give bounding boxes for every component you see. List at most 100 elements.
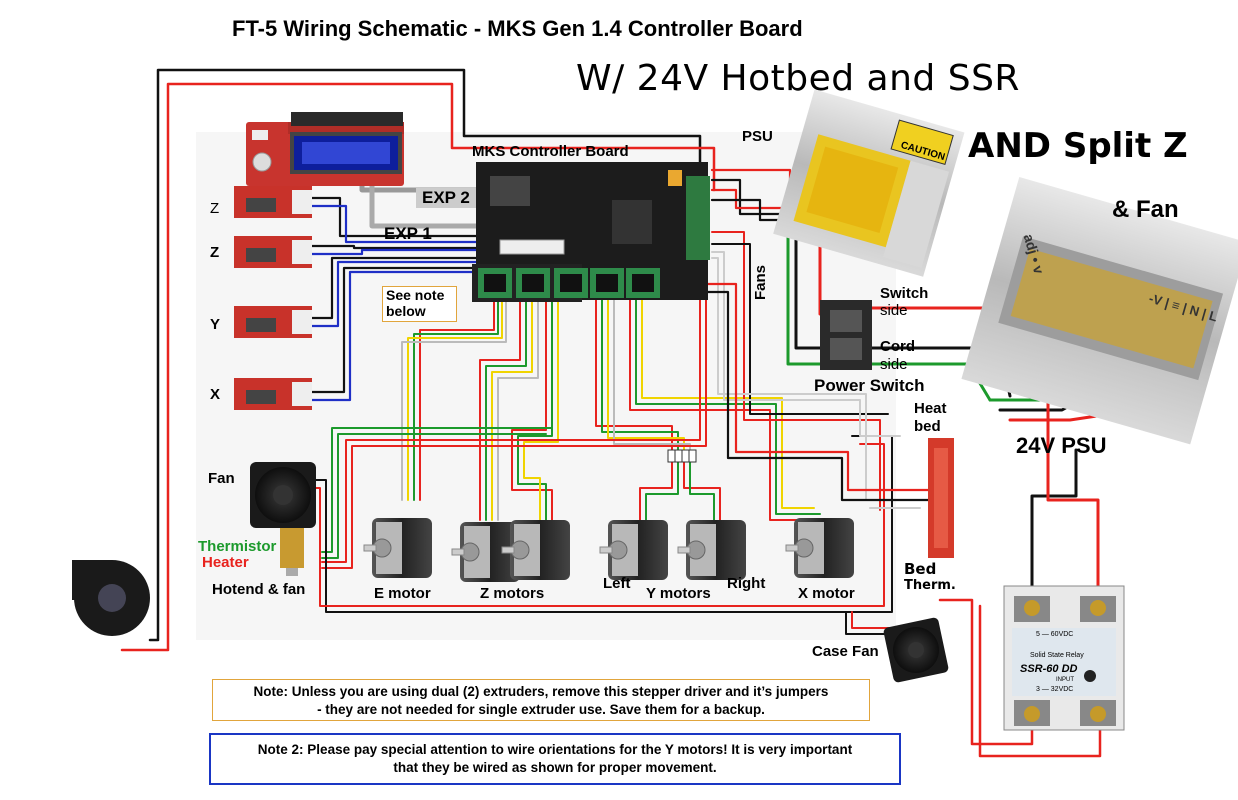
label-left: Left xyxy=(603,575,631,592)
ssr-input-label: INPUT xyxy=(1056,677,1074,683)
ssr-bottom-rating: 3 — 32VDC xyxy=(1036,686,1074,693)
label-case-fan: Case Fan xyxy=(812,643,879,660)
wire-y-blue xyxy=(310,260,542,328)
label-heater: Heater xyxy=(202,554,249,571)
label-exp2: EXP 2 xyxy=(416,188,476,208)
label-cord-side-2: side xyxy=(880,356,908,373)
label-heat-bed-2: bed xyxy=(914,418,941,435)
wire-case-fan-black xyxy=(845,611,895,635)
hotend-fan xyxy=(250,462,316,576)
z-motor-1 xyxy=(451,522,520,582)
wire-thermistor-green-2 xyxy=(321,433,547,559)
psu-12v xyxy=(773,89,965,277)
wire-bed-red xyxy=(698,282,932,492)
wire-e-red xyxy=(419,299,495,501)
endstop-z1 xyxy=(234,186,312,218)
wire-z2-black xyxy=(310,244,524,250)
label-thermistor: Thermistor xyxy=(198,538,277,555)
ssr-sub-label: Solid State Relay xyxy=(1030,652,1084,659)
label-z-motors: Z motors xyxy=(480,585,545,602)
and-fan-heading: & Fan xyxy=(1112,196,1179,223)
label-e-motor: E motor xyxy=(374,585,431,602)
wire-x-green xyxy=(635,299,821,515)
wire-y-right-green xyxy=(689,461,715,521)
heat-bed xyxy=(928,438,954,558)
wire-z2-red xyxy=(511,299,553,521)
wire-e-white xyxy=(401,299,507,501)
x-motor xyxy=(785,518,854,578)
psu-24v xyxy=(961,176,1238,445)
wire-bed-black xyxy=(704,290,932,502)
wire-y-left-red xyxy=(639,461,673,521)
label-psu: PSU xyxy=(742,128,773,145)
wire-y-green xyxy=(601,299,679,453)
wire-x-red xyxy=(629,299,827,521)
label-hotend-fan: Hotend & fan xyxy=(212,581,306,598)
wire-24v-to-ssr-black xyxy=(1030,448,1078,600)
lcd-display xyxy=(246,112,404,186)
note-box-2: Note 2: Please pay special attention to … xyxy=(209,733,901,785)
endstop-y xyxy=(234,306,312,338)
stepper-motors xyxy=(363,518,854,582)
e-motor xyxy=(363,518,432,578)
wire-24v-to-ssr-red xyxy=(1046,492,1100,600)
wire-z-green xyxy=(485,299,527,521)
label-endstop-y: Y xyxy=(210,316,221,333)
see-note-line2: below xyxy=(386,303,426,319)
wire-fans-red xyxy=(711,231,881,511)
endstop-x xyxy=(234,378,312,410)
label-therm: Therm. xyxy=(904,578,956,593)
wire-thermistor-green-1 xyxy=(321,299,553,553)
wire-ssr-out-red xyxy=(938,598,1034,746)
see-note-line1: See note xyxy=(386,287,445,303)
wire-e-yellow xyxy=(407,299,503,501)
label-endstop-z2: Z xyxy=(210,244,220,261)
note2-line1: Note 2: Please pay special attention to … xyxy=(257,742,853,757)
y-splitter xyxy=(667,449,697,463)
wire-heater-red-2 xyxy=(321,283,707,569)
wire-z2-yellow xyxy=(523,299,559,521)
label-switch-side-2: side xyxy=(880,302,908,319)
label-cord-side-1: Cord xyxy=(880,338,915,355)
wire-y-white xyxy=(613,299,691,453)
wire-x-yellow xyxy=(641,299,815,509)
label-controller: MKS Controller Board xyxy=(472,143,629,160)
y-motor-left xyxy=(599,520,668,580)
case-fan xyxy=(883,617,949,683)
label-endstop-z1: Z xyxy=(210,200,220,217)
label-endstop-x: X xyxy=(210,386,221,403)
ssr-model-label: SSR-60 DD xyxy=(1020,663,1078,675)
diagram-title: FT-5 Wiring Schematic - MKS Gen 1.4 Cont… xyxy=(232,16,803,41)
label-fans: Fans xyxy=(752,264,769,300)
note2-line2: that they be wired as shown for proper m… xyxy=(393,760,717,775)
endstop-z2 xyxy=(234,236,312,268)
wire-fans-black xyxy=(711,243,889,415)
wire-blower-black xyxy=(148,68,702,642)
note-box-1: Note: Unless you are using dual (2) extr… xyxy=(212,679,870,721)
y-motor-right xyxy=(677,520,746,580)
z-motor-2 xyxy=(501,520,570,580)
wire-blower-red xyxy=(120,82,716,652)
wire-heater-red xyxy=(321,279,701,563)
see-note-box: See note below xyxy=(382,286,457,322)
wire-e-green xyxy=(413,299,499,501)
power-switch xyxy=(820,300,872,370)
wire-z-white xyxy=(497,299,539,521)
label-switch-side-1: Switch xyxy=(880,285,929,302)
note1-line1: Note: Unless you are using dual (2) extr… xyxy=(253,684,829,699)
controller-board xyxy=(472,162,710,302)
label-y-motors: Y motors xyxy=(646,585,711,602)
wire-case-fan-red xyxy=(851,611,895,629)
wire-ssr-out-red-2 xyxy=(978,604,1102,758)
ssr-top-rating: 5 — 60VDC xyxy=(1036,631,1074,638)
wire-y-right-red xyxy=(683,461,721,521)
wire-y-left-green xyxy=(645,461,679,521)
ssr xyxy=(1003,585,1125,731)
label-heat-bed-1: Heat xyxy=(914,400,947,417)
diagram-subtitle: W/ 24V Hotbed and SSR xyxy=(576,58,1020,99)
label-power-switch: Power Switch xyxy=(814,376,925,395)
label-exp1: EXP 1 xyxy=(384,224,432,243)
label-24v-psu: 24V PSU xyxy=(1016,433,1107,458)
